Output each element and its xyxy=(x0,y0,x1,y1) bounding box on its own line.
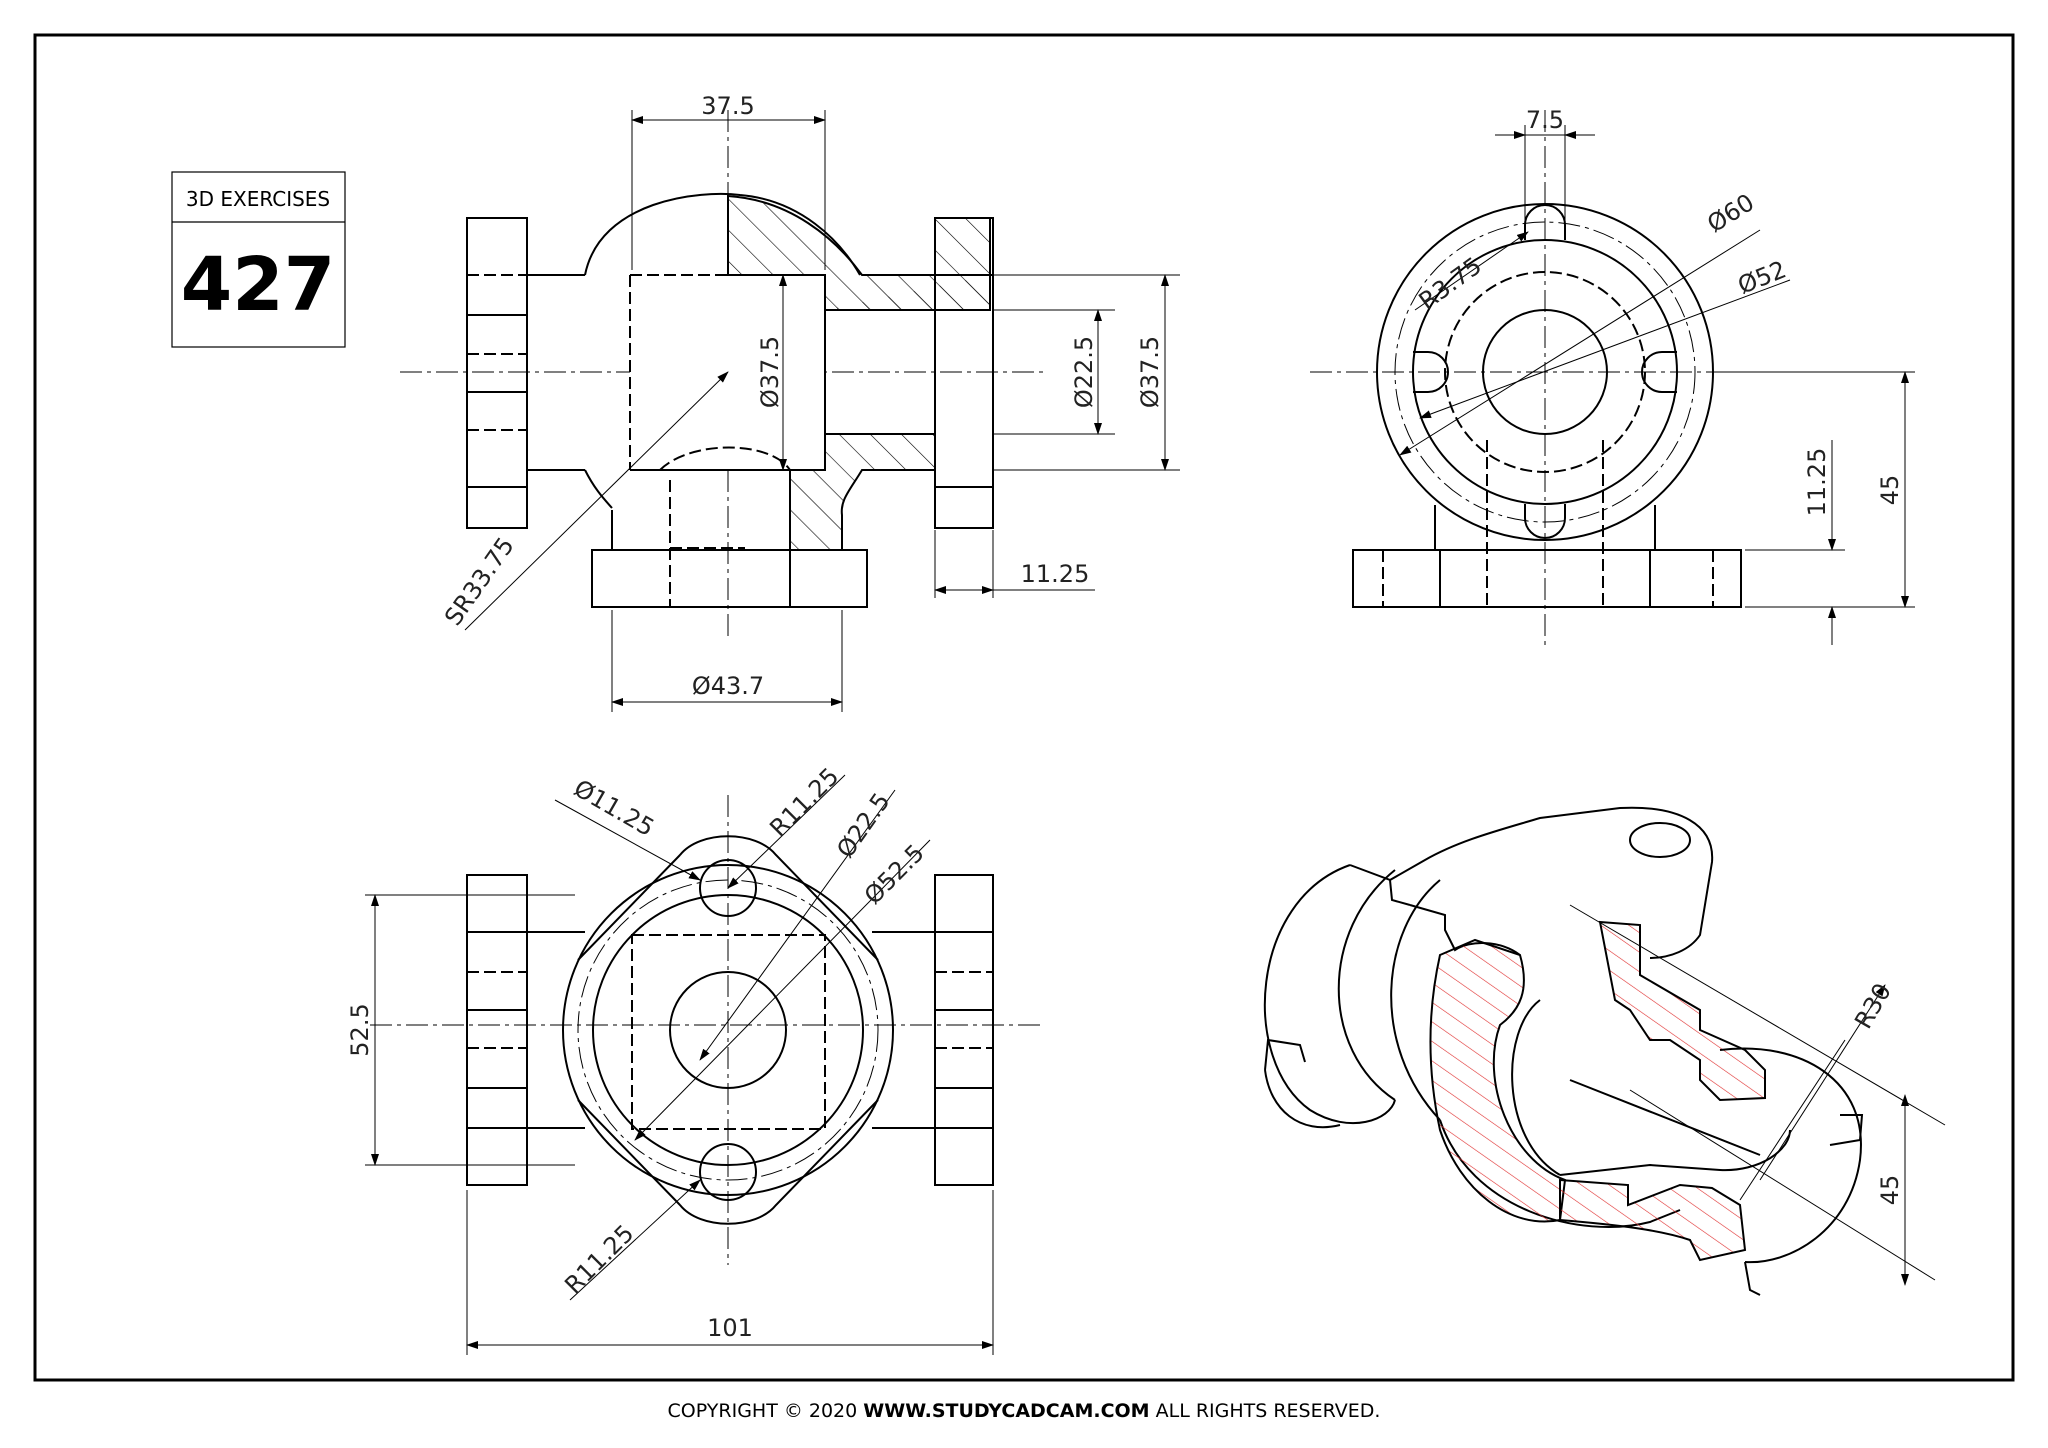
dim-top-pitch-dia: Ø52.5 xyxy=(859,839,930,910)
badge-number: 427 xyxy=(181,242,335,328)
dim-top-lug-radius-bottom: R11.25 xyxy=(559,1219,639,1299)
dim-iso-height: 45 xyxy=(1876,1175,1904,1206)
dim-front-outer-dia: Ø37.5 xyxy=(1136,336,1164,408)
dim-iso-radius: R30 xyxy=(1849,979,1897,1034)
dim-side-base-height: 11.25 xyxy=(1803,448,1831,517)
dim-top-hole-dia: Ø11.25 xyxy=(569,774,659,842)
top-view: Ø11.25 R11.25 Ø22.5 Ø52.5 52.5 R11.25 10… xyxy=(346,762,1040,1355)
dim-top-lug-radius-top: R11.25 xyxy=(764,762,844,842)
dim-front-top-width: 37.5 xyxy=(701,92,754,120)
footer-site-link[interactable]: WWW.STUDYCADCAM.COM xyxy=(863,1400,1150,1422)
dim-side-center-height: 45 xyxy=(1876,475,1904,506)
dim-front-bore-dia: Ø22.5 xyxy=(1070,336,1098,408)
side-view: 7.5 R3.75 Ø60 Ø52 11.25 45 xyxy=(1310,106,1915,648)
dim-side-slot-radius: R3.75 xyxy=(1414,252,1487,316)
footer-prefix: COPYRIGHT © 2020 xyxy=(667,1400,858,1422)
dim-top-overall-length: 101 xyxy=(707,1314,753,1342)
dim-front-base-dia: Ø43.7 xyxy=(692,672,764,700)
dim-side-outer-dia: Ø60 xyxy=(1702,188,1759,238)
footer-suffix: ALL RIGHTS RESERVED. xyxy=(1155,1400,1381,1422)
exercise-badge: 3D EXERCISES 427 xyxy=(171,171,346,348)
copyright-footer: COPYRIGHT © 2020 WWW.STUDYCADCAM.COM ALL… xyxy=(0,1400,2048,1422)
dim-top-bore-dia: Ø22.5 xyxy=(831,788,895,863)
iso-section-view: R30 45 xyxy=(1263,806,1946,1296)
dim-front-flange-thk: 11.25 xyxy=(1021,560,1090,588)
dim-side-slot-width: 7.5 xyxy=(1526,106,1564,134)
sheet-border xyxy=(33,33,2015,1382)
dim-top-height: 52.5 xyxy=(346,1003,374,1056)
dim-side-bolt-circle: Ø52 xyxy=(1734,255,1790,299)
dim-front-inner-dia: Ø37.5 xyxy=(756,336,784,408)
front-view: 37.5 Ø37.5 Ø22.5 Ø37.5 11.25 SR33.75 Ø43… xyxy=(400,92,1180,712)
badge-label: 3D EXERCISES xyxy=(186,187,330,211)
